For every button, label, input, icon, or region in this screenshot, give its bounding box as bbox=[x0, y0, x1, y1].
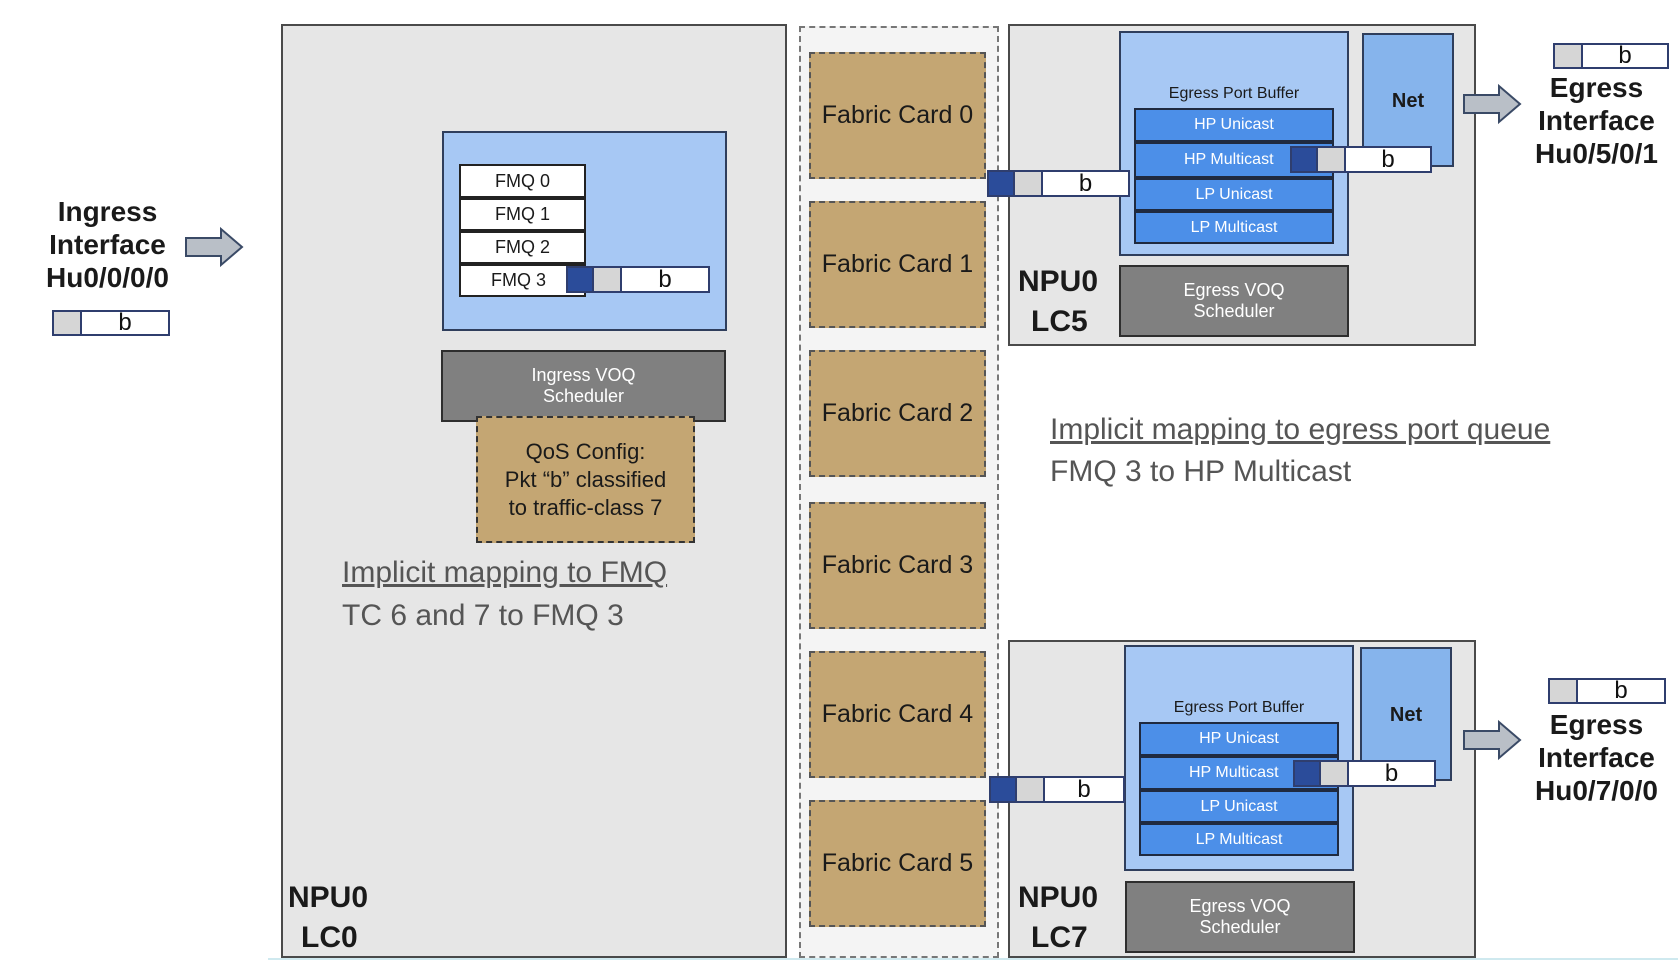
scheduler-line-1: Egress VOQ bbox=[1183, 280, 1285, 300]
scheduler-line-1: Ingress VOQ bbox=[531, 365, 636, 385]
lc0-npu-label: NPU0 LC0 bbox=[288, 878, 408, 958]
packet-label: b bbox=[1078, 169, 1093, 197]
npu-line: NPU0 bbox=[288, 881, 369, 914]
ingress-line-1: Ingress bbox=[57, 196, 158, 227]
egress-top-line-1: Egress bbox=[1549, 72, 1644, 103]
ingress-interface-label: Ingress Interface Hu0/0/0/0 bbox=[20, 195, 195, 294]
packet-label: b bbox=[118, 309, 132, 336]
packet-header-segment bbox=[1318, 148, 1346, 171]
fmq3-packet: b bbox=[566, 266, 710, 293]
bottom-rule bbox=[268, 958, 1678, 960]
packet-header-segment bbox=[1015, 172, 1043, 195]
lc5-egress-voq-scheduler: Egress VOQ Scheduler bbox=[1119, 265, 1349, 337]
egress-top-line-3: Hu0/5/0/1 bbox=[1535, 138, 1658, 169]
egress-top-packet: b bbox=[1553, 43, 1669, 69]
lc7-queue-packet: b bbox=[1293, 760, 1436, 787]
fmq-2: FMQ 2 bbox=[459, 231, 586, 264]
lc7-queue-lp-multicast: LP Multicast bbox=[1139, 823, 1339, 856]
lc-line: LC7 bbox=[1031, 921, 1088, 954]
lc-line: LC0 bbox=[301, 921, 358, 954]
fabric-card-1: Fabric Card 1 bbox=[809, 201, 986, 328]
lc5-fabric-packet: b bbox=[987, 170, 1130, 197]
ingress-voq-scheduler: Ingress VOQ Scheduler bbox=[441, 350, 726, 422]
packet-header-segment bbox=[594, 268, 622, 291]
packet-header-segment bbox=[1017, 778, 1045, 801]
egress-top-interface-label: Egress Interface Hu0/5/0/1 bbox=[1515, 71, 1678, 170]
fabric-card-4: Fabric Card 4 bbox=[809, 651, 986, 778]
packet-label: b bbox=[1614, 677, 1628, 704]
fabric-card-3: Fabric Card 3 bbox=[809, 502, 986, 629]
fmq-1: FMQ 1 bbox=[459, 198, 586, 231]
right-arrow-icon bbox=[1463, 719, 1522, 761]
lc5-queue-packet: b bbox=[1290, 146, 1432, 173]
lc7-net-label: Net bbox=[1389, 704, 1423, 726]
packet-header-segment bbox=[1321, 762, 1349, 785]
egress-bottom-line-3: Hu0/7/0/0 bbox=[1535, 775, 1658, 806]
packet-header-dark bbox=[568, 268, 594, 291]
lc5-npu-label: NPU0 LC5 bbox=[1018, 262, 1128, 342]
scheduler-line-2: Scheduler bbox=[1199, 917, 1281, 937]
packet-header-dark bbox=[989, 172, 1015, 195]
lc7-queue-hp-unicast: HP Unicast bbox=[1139, 722, 1339, 756]
qos-line-1: QoS Config: bbox=[525, 438, 646, 464]
qos-line-2: Pkt “b” classified bbox=[504, 466, 667, 492]
packet-header-segment bbox=[1550, 680, 1578, 702]
lc7-npu-label: NPU0 LC7 bbox=[1018, 878, 1128, 958]
egress-mapping-text: FMQ 3 to HP Multicast bbox=[1050, 455, 1352, 488]
lc7-queue-lp-unicast: LP Unicast bbox=[1139, 790, 1339, 823]
lc7-buffer-title: Egress Port Buffer bbox=[1173, 699, 1305, 716]
lc-line: LC5 bbox=[1031, 305, 1088, 338]
lc7-egress-voq-scheduler: Egress VOQ Scheduler bbox=[1125, 881, 1355, 953]
packet-header-dark bbox=[1295, 762, 1321, 785]
lc5-net-label: Net bbox=[1391, 90, 1425, 112]
scheduler-line-1: Egress VOQ bbox=[1189, 896, 1291, 916]
egress-bottom-interface-label: Egress Interface Hu0/7/0/0 bbox=[1515, 708, 1678, 807]
scheduler-line-2: Scheduler bbox=[1193, 301, 1275, 321]
fmq-mapping-title: Implicit mapping to FMQ bbox=[342, 556, 668, 589]
ingress-line-2: Interface bbox=[49, 229, 166, 260]
egress-top-line-2: Interface bbox=[1538, 105, 1655, 136]
packet-header-dark bbox=[991, 778, 1017, 801]
packet-header-segment bbox=[54, 312, 82, 334]
packet-header-dark bbox=[1292, 148, 1318, 171]
packet-label: b bbox=[1384, 759, 1399, 787]
fabric-card-0: Fabric Card 0 bbox=[809, 52, 986, 179]
lc5-queue-lp-multicast: LP Multicast bbox=[1134, 211, 1334, 244]
egress-bottom-packet: b bbox=[1548, 678, 1666, 704]
npu-line: NPU0 bbox=[1018, 265, 1099, 298]
packet-label: b bbox=[658, 265, 672, 293]
fmq-0: FMQ 0 bbox=[459, 164, 586, 198]
ingress-packet: b bbox=[52, 310, 170, 336]
qos-line-3: to traffic-class 7 bbox=[508, 494, 663, 520]
packet-label: b bbox=[1618, 42, 1632, 69]
fabric-card-2: Fabric Card 2 bbox=[809, 350, 986, 477]
lc5-buffer-title: Egress Port Buffer bbox=[1168, 85, 1300, 102]
right-arrow-icon bbox=[185, 226, 244, 268]
lc7-net-box bbox=[1360, 647, 1452, 781]
npu-line: NPU0 bbox=[1018, 881, 1099, 914]
lc5-net-box bbox=[1362, 33, 1454, 167]
fmq-mapping-text: TC 6 and 7 to FMQ 3 bbox=[342, 599, 624, 632]
packet-label: b bbox=[1381, 145, 1395, 173]
egress-bottom-line-1: Egress bbox=[1549, 709, 1644, 740]
egress-mapping-title: Implicit mapping to egress port queue bbox=[1050, 413, 1551, 446]
ingress-line-3: Hu0/0/0/0 bbox=[46, 262, 169, 293]
packet-label: b bbox=[1077, 775, 1091, 803]
fabric-card-5: Fabric Card 5 bbox=[809, 800, 986, 927]
packet-header-segment bbox=[1555, 45, 1583, 67]
qos-config-box: QoS Config: Pkt “b” classified to traffi… bbox=[476, 416, 695, 543]
lc5-queue-lp-unicast: LP Unicast bbox=[1134, 178, 1334, 211]
right-arrow-icon bbox=[1463, 83, 1522, 125]
lc5-queue-hp-unicast: HP Unicast bbox=[1134, 108, 1334, 142]
scheduler-line-2: Scheduler bbox=[542, 386, 625, 406]
fmq-3: FMQ 3 bbox=[459, 264, 586, 297]
lc7-fabric-packet: b bbox=[989, 776, 1125, 803]
egress-bottom-line-2: Interface bbox=[1538, 742, 1655, 773]
